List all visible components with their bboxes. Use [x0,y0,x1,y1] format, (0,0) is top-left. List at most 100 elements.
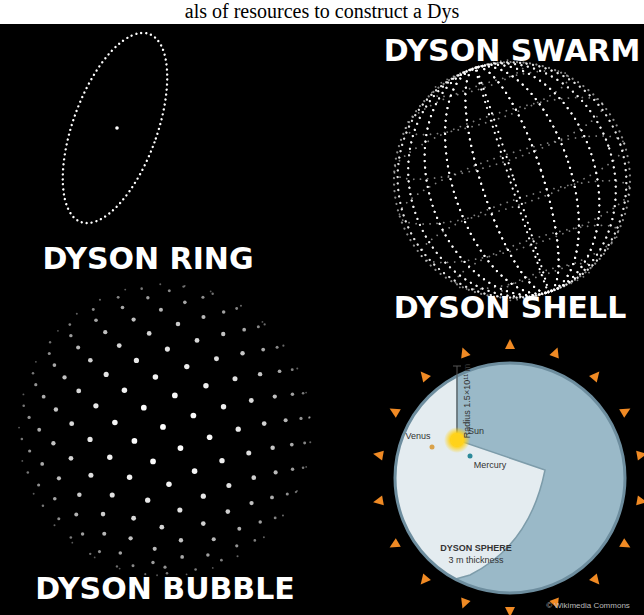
bubble-satellite [53,497,57,501]
bubble-satellite [221,332,225,336]
bubble-satellite [21,438,24,441]
structure-title: DYSON BUBBLE [35,572,295,605]
bubble-satellite [93,403,98,408]
bubble-satellite [168,289,171,292]
light-arrow [417,368,431,382]
light-arrow [387,538,401,552]
bubble-satellite [183,301,187,305]
bubble-satellite [251,475,256,480]
bubble-satellite [103,330,107,334]
bubble-satellite [21,460,23,462]
bubble-satellite [34,383,37,386]
bubble-satellite [270,445,274,449]
bubble-satellite [69,334,72,337]
bubble-satellite [76,345,80,349]
bubble-satellite [249,398,254,403]
radius-tick [453,366,461,367]
bubble-satellite [201,494,206,499]
bubble-satellite [53,363,57,367]
bubble-satellite [219,458,224,463]
bubble-satellite [98,550,101,553]
swarm-orbit [450,213,624,302]
page-text: als of resources to construct a Dys [185,0,459,22]
bubble-satellite [119,551,123,555]
bubble-satellite [117,296,120,299]
bubble-satellite [77,492,82,497]
bubble-satellite [274,517,277,520]
bubble-satellite [131,516,136,521]
swarm-orbit [446,58,577,301]
planet-label: Sun [468,427,484,437]
bubble-satellite [308,416,310,418]
bubble-satellite [240,351,244,355]
bubble-satellite [253,539,256,542]
bubble-satellite [232,376,237,381]
bubble-satellite [237,527,241,531]
bubble-satellite [172,393,178,399]
bubble-satellite [309,441,311,443]
bubble-satellite [104,372,109,377]
mercury [468,454,473,459]
bubble-satellite [278,369,282,373]
bubble-satellite [27,471,30,474]
bubble-satellite [295,491,297,493]
bubble-satellite [27,416,30,419]
bubble-satellite [284,418,288,422]
bubble-satellite [282,345,284,347]
bubble-satellite [89,553,91,555]
bubble-satellite [62,375,66,379]
swarm-orbit [414,165,637,279]
bubble-satellite [262,421,267,426]
bubble-satellite [177,507,182,512]
bubble-satellite [121,306,125,310]
bubble-satellite [299,417,302,420]
bubble-satellite [236,427,241,432]
bubble-satellite [112,420,118,426]
bubble-satellite [88,473,93,478]
light-arrow [505,339,515,349]
bubble-satellite [305,466,307,468]
structure-title: DYSON RING [42,242,253,275]
bubble-satellite [257,325,260,328]
bubble-satellite [246,450,251,455]
ring-dots [41,20,188,237]
bubble-satellite [262,321,264,323]
bubble-satellite [57,330,59,332]
bubble-satellite [159,308,163,312]
bubble-satellite [180,555,184,559]
bubble-satellite [214,356,219,361]
bubble-satellite [42,504,45,507]
bubble-satellite [68,323,71,326]
light-arrow [636,495,644,507]
dyson-shell [380,350,625,600]
light-arrow [619,538,633,552]
swarm-orbit [367,33,644,328]
bubble-satellite [263,536,265,538]
bubble-satellite [207,435,213,441]
light-arrow [619,404,633,418]
bubble-satellite [74,513,78,517]
light-arrow [372,449,384,461]
bubble-satellite [184,364,189,369]
bubble-satellite [165,347,170,352]
bubble-satellite [240,305,242,307]
bubble-satellite [57,476,61,480]
bubble-satellite [37,428,41,432]
bubble-satellite [37,483,40,486]
light-arrow [458,346,471,359]
bubble-satellite [160,424,166,430]
bubble-satellite [166,482,172,488]
bubble-satellite [54,407,58,411]
bubble-satellite [309,416,311,418]
bubble-satellite [146,296,149,299]
bubble-satellite [127,475,132,480]
bubble-satellite [119,568,121,570]
bubble-satellite [81,532,84,535]
bubble-satellite [296,490,298,492]
swarm-orbit [474,67,551,293]
bubble-satellite [276,346,279,349]
bubble-satellite [101,512,106,517]
swarm-orbit [387,82,610,196]
shell-rim [395,363,625,593]
